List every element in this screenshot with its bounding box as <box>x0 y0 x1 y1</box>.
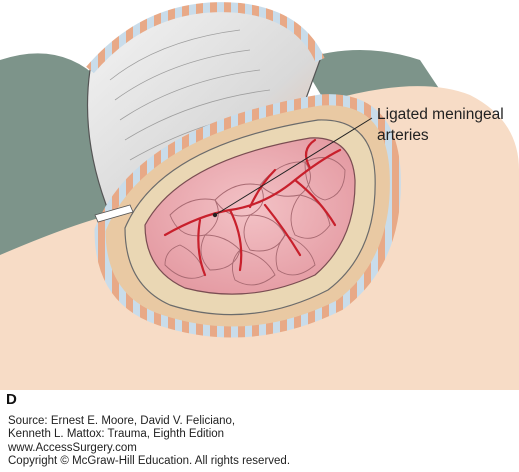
source-line-1: Source: Ernest E. Moore, David V. Felici… <box>8 415 236 427</box>
source-line-3: www.AccessSurgery.com <box>8 441 137 454</box>
callout-label: Ligated meningeal arteries <box>377 104 504 146</box>
brain-surface <box>144 137 356 295</box>
callout-leader <box>214 117 373 216</box>
source-line-2: Kenneth L. Mattox: Trauma, Eighth Editio… <box>8 428 225 441</box>
callout-line-2: arteries <box>377 127 429 144</box>
retractor <box>94 204 134 223</box>
callout-line-1: Ligated meningeal <box>377 106 504 123</box>
hair-region <box>0 53 110 261</box>
scalp-flap-edge <box>86 2 325 74</box>
source-line-4: Copyright © McGraw-Hill Education. All r… <box>8 455 291 468</box>
source-credit: Source: Ernest E. Moore, David V. Felici… <box>8 415 290 469</box>
surgical-illustration <box>0 2 519 390</box>
panel-label: D <box>6 391 17 408</box>
brain-gyri <box>164 157 346 286</box>
